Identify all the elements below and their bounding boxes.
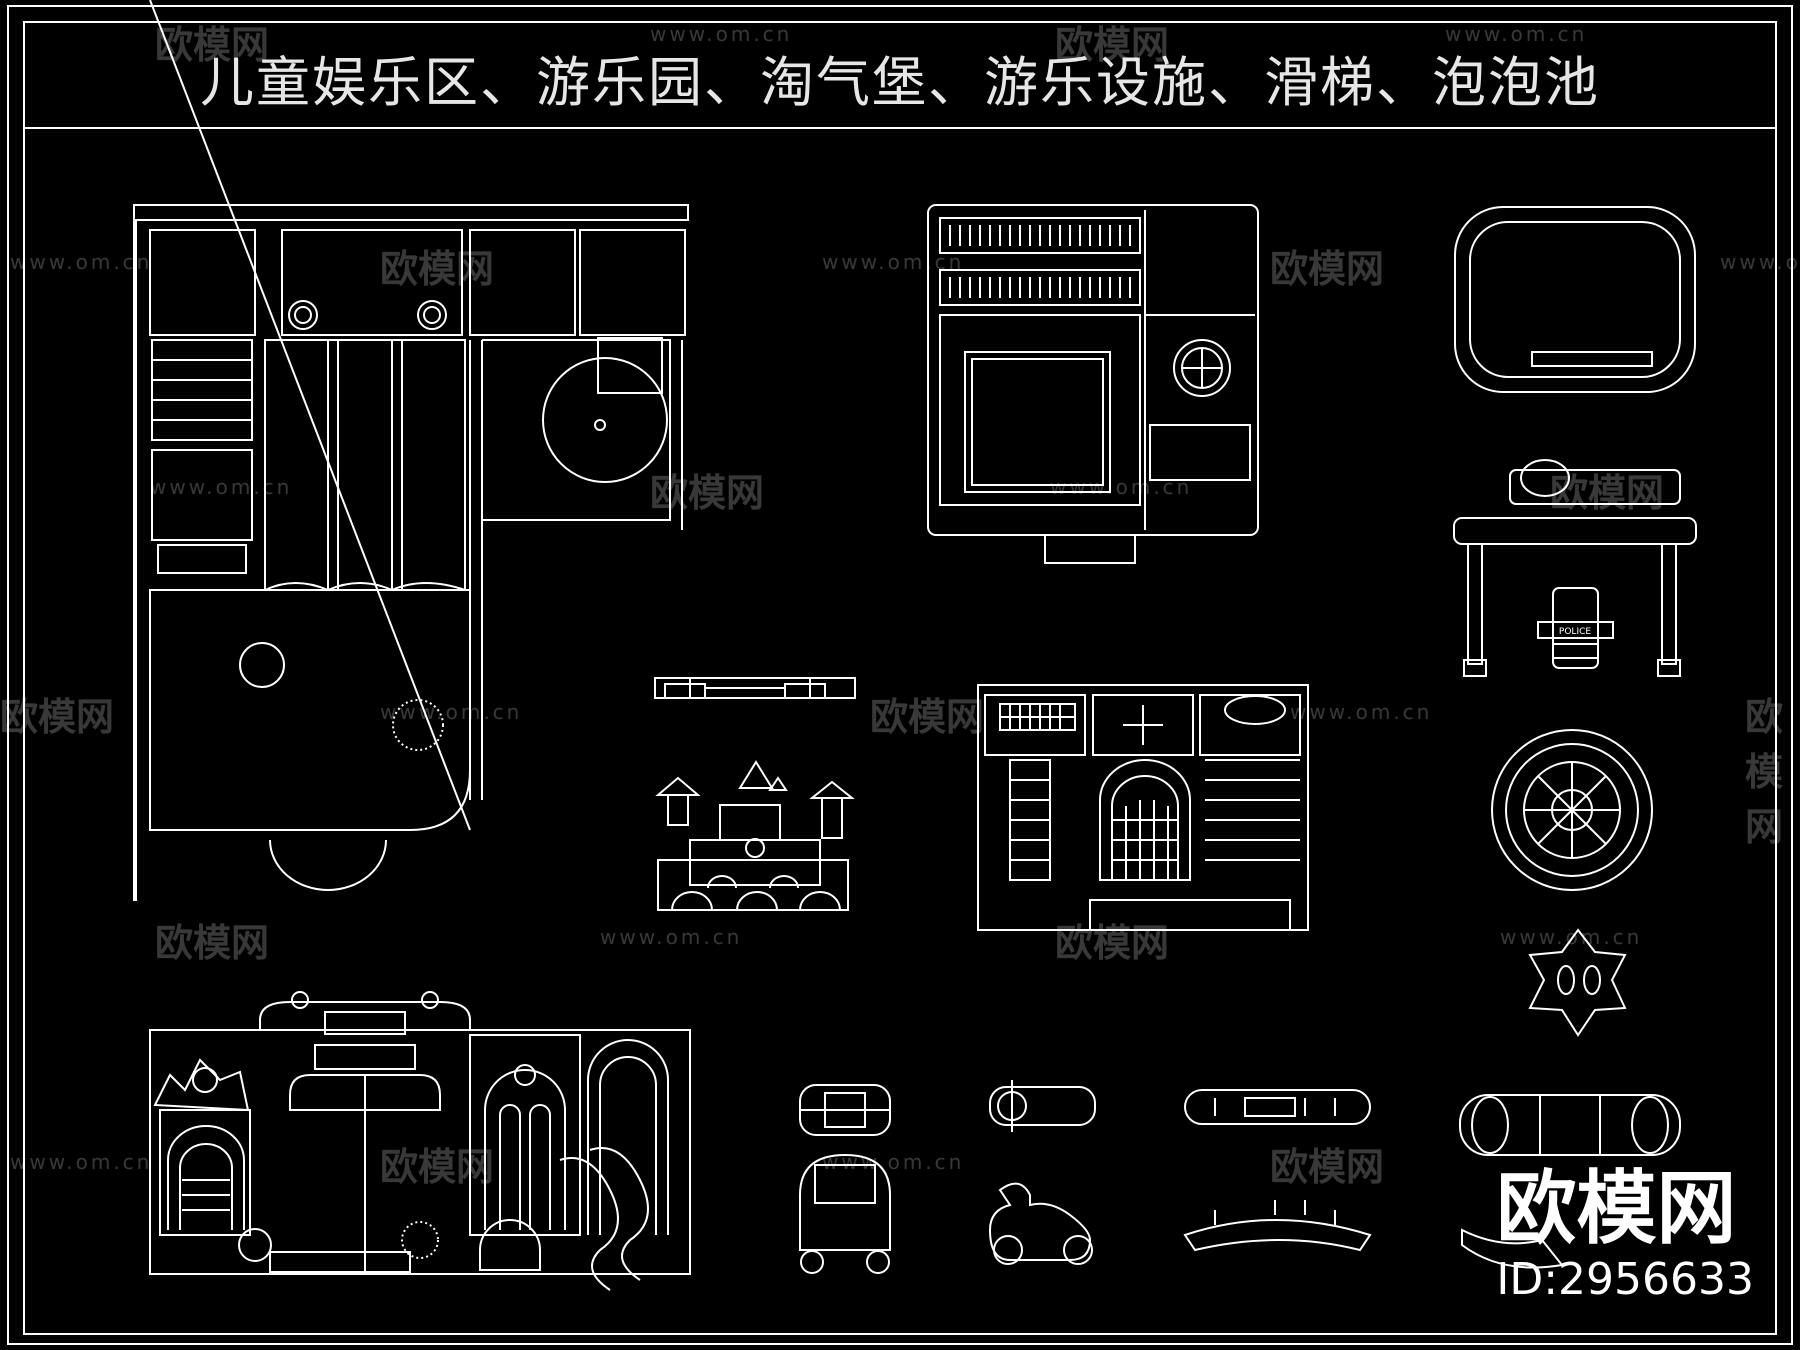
watermark-logo: 欧模网 <box>155 23 270 67</box>
playground-floor-plan <box>133 0 689 901</box>
footprint-star-pad <box>1528 928 1627 1037</box>
rocker-elevation <box>1461 1228 1564 1269</box>
brand-stamp: 欧模网 ID:2956633 <box>1496 1165 1754 1307</box>
watermark-url: www.om.cn <box>380 700 523 724</box>
round-trampoline-top-view <box>1491 729 1653 891</box>
watermark-logo: 欧模网 <box>1055 23 1170 67</box>
watermark-logo: 欧模网 <box>1745 695 1784 849</box>
bridge-top-view <box>654 677 856 699</box>
play-structure-elevation <box>149 991 691 1291</box>
watermark-url: www.om.cn <box>1050 475 1193 499</box>
toy-car-top-view <box>799 1084 891 1136</box>
playhouse-elevation <box>977 684 1309 931</box>
police-sign-label: POLICE <box>1559 627 1591 637</box>
watermark-url: www.om.cn <box>600 925 743 949</box>
watermark-url: www.om.cn <box>1720 250 1800 274</box>
watermark-logo: 欧模网 <box>1270 247 1385 291</box>
inner-frame <box>23 21 1777 1335</box>
watermark-url: www.om.cn <box>650 22 793 46</box>
watermark-logo: 欧模网 <box>1550 471 1665 515</box>
bubble-pool-top-view <box>1454 206 1696 393</box>
watermark-url: www.om.cn <box>822 250 965 274</box>
rocking-horse-elevation <box>988 1182 1093 1265</box>
outer-frame <box>7 5 1793 1345</box>
police-desk-elevation: POLICE <box>1453 459 1697 677</box>
brand-name: 欧模网 <box>1496 1162 1737 1255</box>
watermark-logo: 欧模网 <box>155 921 270 965</box>
watermark-url: www.om.cn <box>150 475 293 499</box>
watermark-url: www.om.cn <box>1290 700 1433 724</box>
seesaw-top-view <box>1184 1089 1371 1125</box>
seesaw-elevation <box>1183 1200 1372 1252</box>
watermark-url: www.om.cn <box>1445 22 1588 46</box>
watermark-logo: 欧模网 <box>380 1145 495 1189</box>
model-id: ID:2956633 <box>1496 1254 1754 1305</box>
watermark-logo: 欧模网 <box>0 695 115 739</box>
watermark-logo: 欧模网 <box>380 247 495 291</box>
watermark-url: www.om.cn <box>10 1150 153 1174</box>
house-top-view <box>927 204 1259 564</box>
castle-elevation <box>655 760 855 911</box>
watermark-url: www.om.cn <box>822 1150 965 1174</box>
watermark-logo: 欧模网 <box>1055 921 1170 965</box>
watermark-logo: 欧模网 <box>1270 1145 1385 1189</box>
watermark-logo: 欧模网 <box>650 471 765 515</box>
watermark-url: www.om.cn <box>1500 925 1643 949</box>
watermark-url: www.om.cn <box>10 250 153 274</box>
rocking-horse-top-view <box>989 1080 1096 1132</box>
drawing-title: 儿童娱乐区、游乐园、淘气堡、游乐设施、滑梯、泡泡池 <box>200 51 1600 114</box>
watermark-logo: 欧模网 <box>870 695 985 739</box>
tunnel-top-view <box>1459 1094 1681 1156</box>
toy-car-elevation <box>799 1153 891 1274</box>
